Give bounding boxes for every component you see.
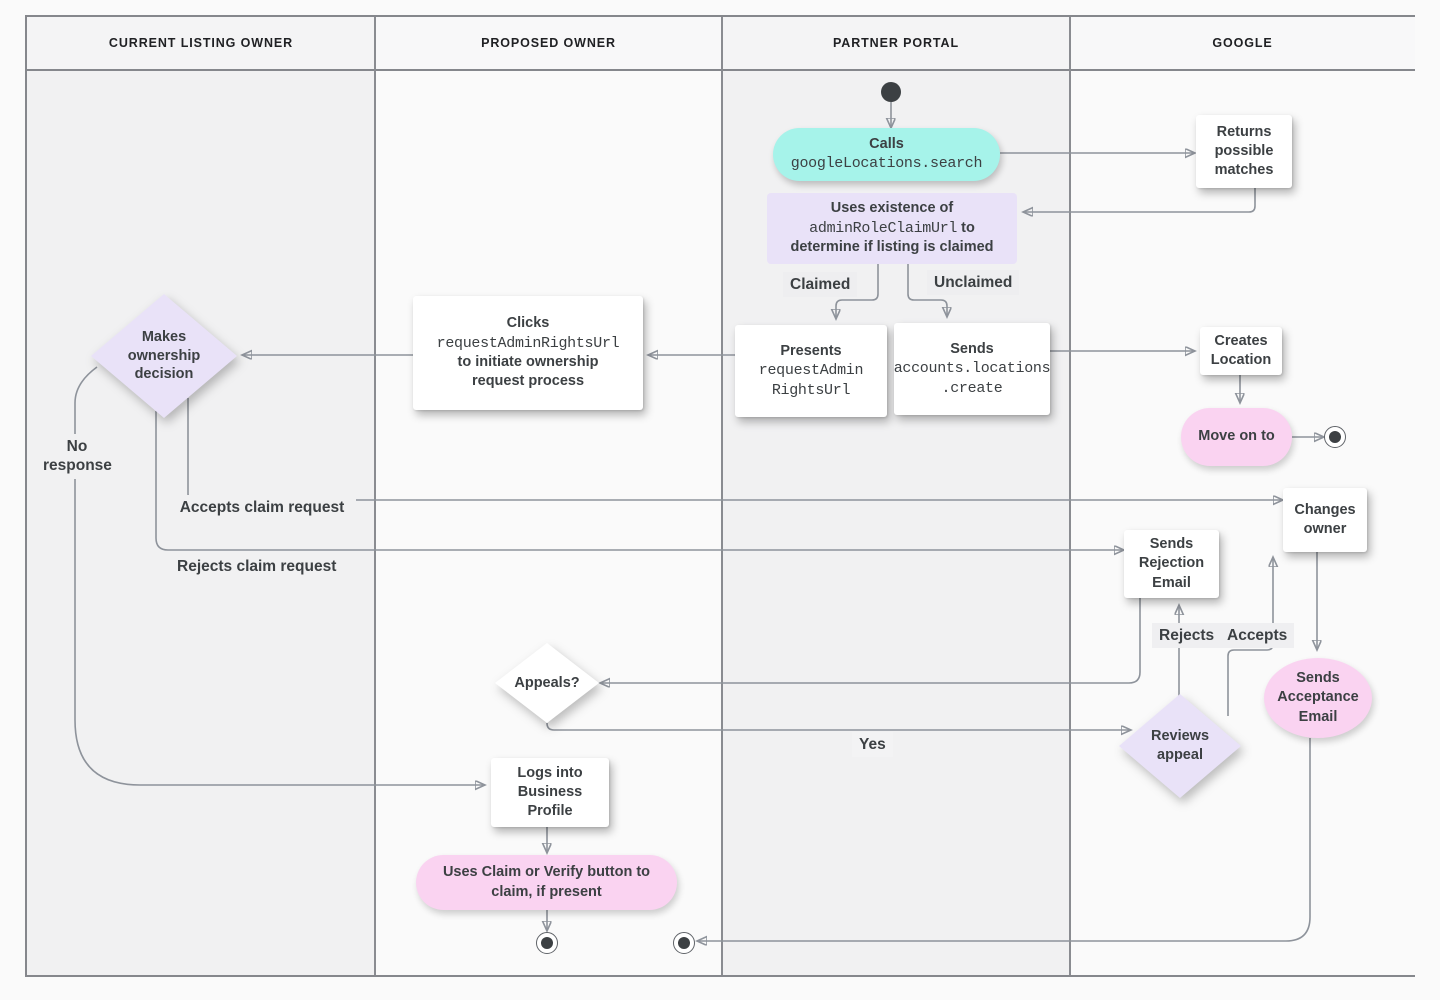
edge-label-accepts: Accepts — [1220, 623, 1295, 649]
node-label: Creates Location — [1210, 332, 1272, 368]
edge-rejects-claim — [155, 411, 1123, 550]
node-text: determine if listing is claimed — [790, 239, 994, 256]
node-label: Move on to — [1198, 428, 1275, 445]
edge-label-rejects: Rejects — [1152, 623, 1222, 649]
node-sends-acceptance-email: Sends Acceptance Email — [1264, 658, 1372, 738]
node-calls-googlelocations-search: Calls googleLocations.search — [773, 128, 1000, 181]
edge-appeals-yes-to-reviews — [546, 722, 1130, 730]
lane-title: PARTNER PORTAL — [832, 36, 960, 50]
lane-divider — [721, 17, 723, 975]
decision-appeals: Appeals? — [495, 643, 599, 723]
lane-header-partner-portal: PARTNER PORTAL — [722, 17, 1070, 71]
node-uses-existence-adminroleclaimurl: Uses existence of adminRoleClaimUrl to d… — [767, 193, 1017, 264]
edge-label-accepts-claim-request: Accepts claim request — [168, 495, 356, 521]
node-label: Uses Claim or Verify button to claim, if… — [442, 864, 651, 900]
lane-title: CURRENT LISTING OWNER — [108, 36, 294, 50]
end-node-partner-portal — [673, 932, 695, 954]
lane-current-listing-owner — [27, 71, 375, 975]
node-sends-accounts-locations-create: Sends accounts.locations .create — [893, 323, 1051, 415]
node-code: requestAdmin — [758, 361, 864, 379]
edge-label-rejects-claim-request: Rejects claim request — [170, 554, 344, 580]
lane-divider — [374, 17, 376, 975]
node-title: Presents — [780, 342, 842, 359]
edge-returns-to-uses — [1024, 188, 1256, 212]
edge-uses-to-presents-claimed — [836, 264, 879, 318]
node-label: Returns possible matches — [1214, 123, 1274, 179]
node-code: .create — [941, 379, 1003, 397]
edge-uses-to-sendscreate-unclaimed — [907, 264, 947, 316]
node-code: accounts.locations — [893, 359, 1051, 377]
lane-divider — [1069, 17, 1071, 975]
node-clicks-requestadminrightsurl: Clicks requestAdminRightsUrl to initiate… — [413, 296, 643, 410]
lane-header-google: GOOGLE — [1070, 17, 1415, 71]
node-label: Logs into Business Profile — [517, 764, 583, 820]
end-node-google — [1324, 426, 1346, 448]
edge-label-yes: Yes — [852, 732, 893, 758]
node-returns-possible-matches: Returns possible matches — [1196, 115, 1292, 188]
node-label: Sends Rejection Email — [1138, 536, 1205, 591]
node-sends-rejection-email: Sends Rejection Email — [1124, 530, 1219, 598]
node-logs-into-business-profile: Logs into Business Profile — [491, 758, 609, 827]
end-node-dot — [678, 937, 690, 949]
decision-makes-ownership-decision: Makes ownership decision — [91, 294, 237, 418]
node-title: Calls — [869, 136, 904, 153]
edge-acceptance-to-end — [698, 738, 1311, 941]
node-code: requestAdminRightsUrl — [436, 334, 620, 352]
node-label: Appeals? — [514, 674, 580, 691]
lane-title: PROPOSED OWNER — [481, 36, 616, 50]
lane-title: GOOGLE — [1212, 36, 1273, 50]
node-text: Uses existence of — [830, 200, 954, 217]
start-node — [881, 82, 901, 102]
node-text: to initiate ownership — [457, 354, 599, 371]
lane-header-current-listing-owner: CURRENT LISTING OWNER — [27, 17, 375, 71]
end-node-dot — [541, 937, 553, 949]
node-title: Clicks — [506, 315, 550, 332]
node-changes-owner: Changes owner — [1283, 488, 1367, 552]
edge-label-claimed: Claimed — [783, 272, 858, 298]
node-text: request process — [471, 373, 585, 390]
node-label: Makes ownership decision — [127, 328, 201, 383]
node-label: Changes owner — [1294, 501, 1356, 537]
end-node-dot — [1329, 431, 1341, 443]
node-presents-requestadminrightsurl: Presents requestAdmin RightsUrl — [735, 325, 887, 417]
edge-label-no-response: No response — [36, 434, 118, 479]
end-node-proposed-owner — [536, 932, 558, 954]
node-text: to — [957, 219, 975, 236]
node-creates-location: Creates Location — [1200, 327, 1282, 375]
node-code: googleLocations.search — [790, 155, 983, 173]
node-code: RightsUrl — [771, 381, 851, 399]
node-label: Sends Acceptance Email — [1277, 670, 1359, 725]
node-title: Sends — [950, 340, 994, 357]
edge-rejection-to-appeals — [601, 598, 1141, 683]
edge-label-unclaimed: Unclaimed — [927, 270, 1020, 296]
node-code: adminRoleClaimUrl — [809, 219, 958, 237]
node-uses-claim-or-verify: Uses Claim or Verify button to claim, if… — [416, 855, 677, 910]
node-move-on-to: Move on to — [1181, 408, 1292, 466]
node-label: Reviews appeal — [1150, 728, 1210, 763]
decision-reviews-appeal: Reviews appeal — [1119, 694, 1241, 798]
edge-no-response — [74, 366, 484, 785]
lane-header-proposed-owner: PROPOSED OWNER — [375, 17, 722, 71]
